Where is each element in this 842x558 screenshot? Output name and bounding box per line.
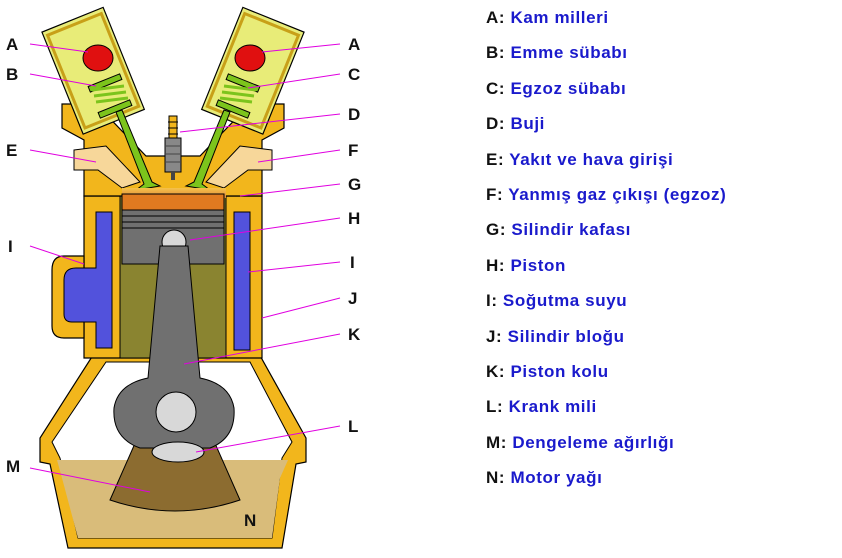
connecting-rod — [113, 245, 235, 449]
legend-item: J: Silindir bloğu — [486, 325, 726, 360]
legend-key: N: — [486, 468, 506, 488]
legend-desc: Egzoz sübabı — [510, 78, 627, 98]
legend-key: J: — [486, 326, 503, 346]
legend-key: B: — [486, 43, 506, 63]
legend-desc: Yakıt ve hava girişi — [509, 149, 674, 169]
counterweight — [109, 431, 241, 512]
label-g: G — [348, 175, 361, 194]
label-h: H — [348, 209, 360, 228]
legend-desc: Piston kolu — [510, 361, 609, 381]
legend-desc: Emme sübabı — [510, 43, 628, 63]
legend-key: E: — [486, 149, 505, 169]
legend-key: L: — [486, 397, 504, 417]
label-n: N — [244, 511, 256, 530]
leader-lines — [29, 43, 341, 493]
label-d: D — [348, 105, 360, 124]
label-i-left: I — [8, 237, 13, 256]
legend-key: A: — [486, 8, 506, 27]
legend-desc: Krank mili — [508, 397, 597, 417]
legend-key: D: — [486, 114, 506, 134]
intake-valve — [115, 109, 162, 191]
crankpin — [155, 391, 197, 433]
crankshaft — [151, 441, 205, 463]
legend-item: D: Buji — [486, 112, 726, 147]
legend-desc: Silindir bloğu — [507, 326, 625, 346]
label-a-left: A — [6, 35, 18, 54]
cam-lobe-left — [82, 44, 114, 72]
legend-item: A: Kam milleri — [486, 6, 726, 41]
valve-spring-left — [87, 73, 133, 119]
legend-desc: Piston — [510, 255, 567, 275]
label-k: K — [348, 325, 361, 344]
exhaust-valve — [184, 109, 231, 191]
legend-item: C: Egzoz sübabı — [486, 77, 726, 112]
legend-desc: Yanmış gaz çıkışı (egzoz) — [508, 184, 727, 204]
spark-plug — [164, 115, 182, 180]
legend-item: M: Dengeleme ağırlığı — [486, 431, 726, 466]
label-m: M — [6, 457, 20, 476]
label-f: F — [348, 141, 358, 160]
label-i-right: I — [350, 253, 355, 272]
piston-crown — [121, 193, 225, 211]
label-e: E — [6, 141, 17, 160]
legend-key: I: — [486, 291, 498, 311]
legend-desc: Dengeleme ağırlığı — [512, 432, 675, 452]
legend-item: B: Emme sübabı — [486, 41, 726, 76]
legend-item: E: Yakıt ve hava girişi — [486, 148, 726, 183]
label-a-right: A — [348, 35, 360, 54]
legend-desc: Buji — [510, 114, 545, 134]
legend-item: K: Piston kolu — [486, 360, 726, 395]
legend: A: Kam milleri B: Emme sübabı C: Egzoz s… — [486, 6, 726, 501]
legend-key: F: — [486, 184, 504, 204]
legend-key: M: — [486, 432, 508, 452]
coolant-right — [233, 211, 251, 351]
coolant-left — [63, 211, 113, 349]
legend-key: K: — [486, 361, 506, 381]
legend-key: C: — [486, 78, 506, 98]
legend-key: H: — [486, 255, 506, 275]
legend-desc: Silindir kafası — [511, 220, 631, 240]
legend-desc: Soğutma suyu — [502, 291, 628, 311]
legend-item: L: Krank mili — [486, 395, 726, 430]
legend-item: N: Motor yağı — [486, 466, 726, 501]
legend-desc: Motor yağı — [510, 468, 603, 488]
label-l: L — [348, 417, 358, 436]
legend-item: F: Yanmış gaz çıkışı (egzoz) — [486, 183, 726, 218]
legend-item: G: Silindir kafası — [486, 218, 726, 253]
legend-desc: Kam milleri — [510, 8, 609, 27]
label-c: C — [348, 65, 360, 84]
engine-diagram: A B E I M A C D F G H I J K L N — [6, 6, 361, 549]
legend-key: G: — [486, 220, 507, 240]
label-j: J — [348, 289, 357, 308]
legend-item: H: Piston — [486, 254, 726, 289]
legend-item: I: Soğutma suyu — [486, 289, 726, 324]
cam-lobe-right — [234, 44, 266, 72]
label-b: B — [6, 65, 18, 84]
